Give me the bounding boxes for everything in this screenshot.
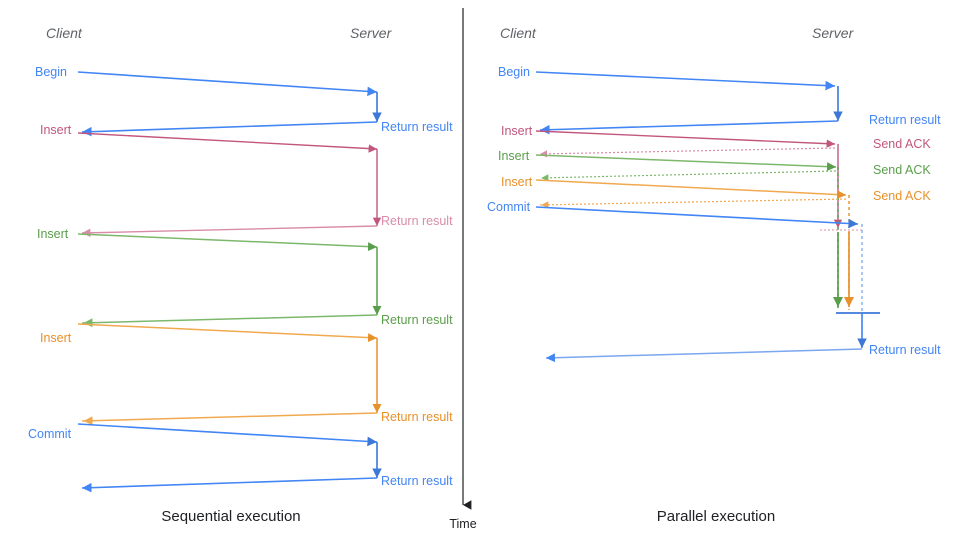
msg-begin-return-right bbox=[539, 120, 839, 135]
msg-commit-request bbox=[77, 423, 378, 447]
client-label-insert1-left: Insert bbox=[40, 123, 72, 137]
panel-sequential: Client Server Begin Insert Insert Insert… bbox=[28, 25, 453, 525]
client-label-begin-right: Begin bbox=[498, 65, 530, 79]
msg-insert2-request bbox=[77, 233, 378, 252]
server-label-ack1-right: Send ACK bbox=[873, 137, 931, 151]
msg-begin-request bbox=[77, 71, 378, 97]
client-label-insert3-right: Insert bbox=[501, 175, 533, 189]
lane-title-server-left: Server bbox=[350, 25, 393, 41]
server-label-return4-left: Return result bbox=[381, 410, 453, 424]
msg-begin-return bbox=[81, 121, 378, 137]
caption-parallel: Parallel execution bbox=[657, 508, 775, 525]
msg-insert3-request-right bbox=[535, 179, 847, 200]
server-label-return2-left: Return result bbox=[381, 214, 453, 228]
ack-insert1-right bbox=[539, 147, 836, 158]
msg-insert3-return bbox=[81, 412, 378, 426]
server-label-ack3-right: Send ACK bbox=[873, 189, 931, 203]
msg-commit-return bbox=[81, 477, 378, 493]
time-axis-label: Time bbox=[449, 517, 476, 531]
server-label-return1-right: Return result bbox=[869, 113, 941, 127]
msg-insert1-request-right bbox=[535, 130, 836, 148]
msg-insert2-request-right bbox=[535, 154, 837, 172]
server-label-return3-left: Return result bbox=[381, 313, 453, 327]
client-label-insert2-left: Insert bbox=[37, 227, 69, 241]
ack-insert3-right bbox=[539, 198, 847, 209]
client-label-insert3-left: Insert bbox=[40, 331, 72, 345]
msg-insert3-request bbox=[77, 323, 378, 343]
ack-insert2-right bbox=[539, 170, 837, 182]
msg-commit-return-right bbox=[545, 348, 863, 363]
msg-insert1-request bbox=[77, 132, 378, 153]
msg-insert1-return bbox=[81, 225, 378, 237]
client-label-insert1-right: Insert bbox=[501, 124, 533, 138]
msg-insert2-return bbox=[81, 314, 378, 328]
caption-sequential: Sequential execution bbox=[161, 508, 300, 525]
lane-title-server-right: Server bbox=[812, 25, 855, 41]
msg-begin-request-right bbox=[535, 71, 836, 91]
client-label-commit-right: Commit bbox=[487, 200, 531, 214]
client-label-begin-left: Begin bbox=[35, 65, 67, 79]
msg-commit-request-right bbox=[535, 206, 859, 229]
lane-title-client-right: Client bbox=[500, 25, 537, 41]
server-label-ack2-right: Send ACK bbox=[873, 163, 931, 177]
client-label-commit-left: Commit bbox=[28, 427, 72, 441]
panel-parallel: Client Server Begin Insert Insert Insert… bbox=[487, 25, 941, 525]
time-axis: Time bbox=[449, 8, 477, 531]
server-label-return1-left: Return result bbox=[381, 120, 453, 134]
server-label-return5-left: Return result bbox=[381, 474, 453, 488]
client-label-insert2-right: Insert bbox=[498, 149, 530, 163]
lane-title-client-left: Client bbox=[46, 25, 83, 41]
server-label-return2-right: Return result bbox=[869, 343, 941, 357]
